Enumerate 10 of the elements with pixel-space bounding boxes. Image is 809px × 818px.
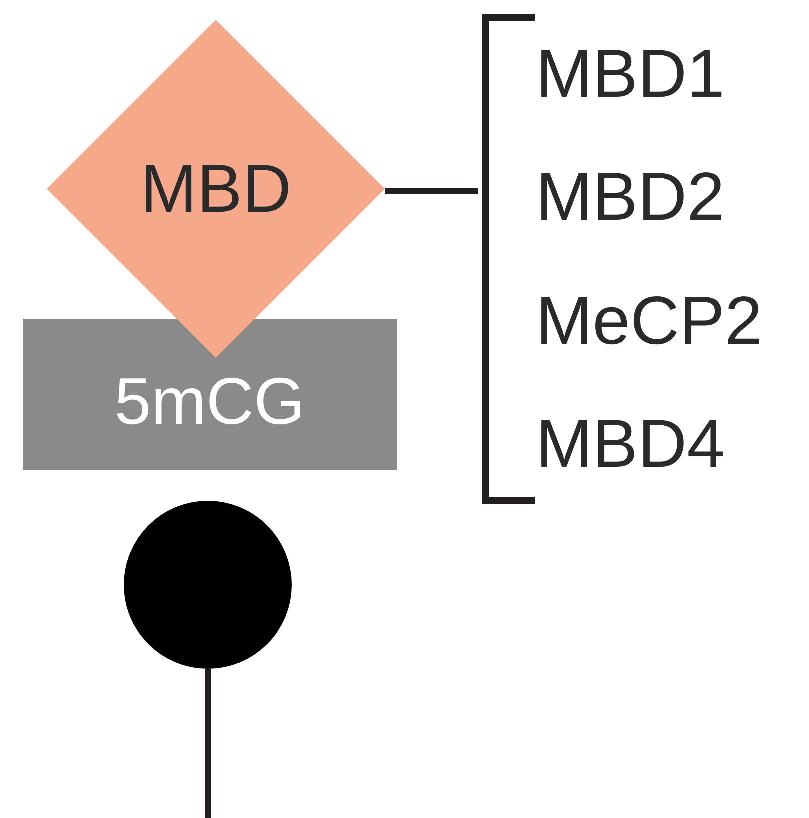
- stem-line: [205, 669, 211, 818]
- protein-name: MBD2: [536, 163, 726, 232]
- dna-label: 5mCG: [114, 368, 306, 434]
- protein-name: MBD4: [536, 410, 726, 478]
- protein-name: MBD1: [536, 40, 726, 108]
- box-shape: [23, 319, 397, 470]
- protein-label: MBD: [140, 155, 292, 223]
- connector-line: [385, 188, 478, 194]
- protein-name: MeCP2: [536, 286, 764, 355]
- diamond-shape: [47, 20, 385, 358]
